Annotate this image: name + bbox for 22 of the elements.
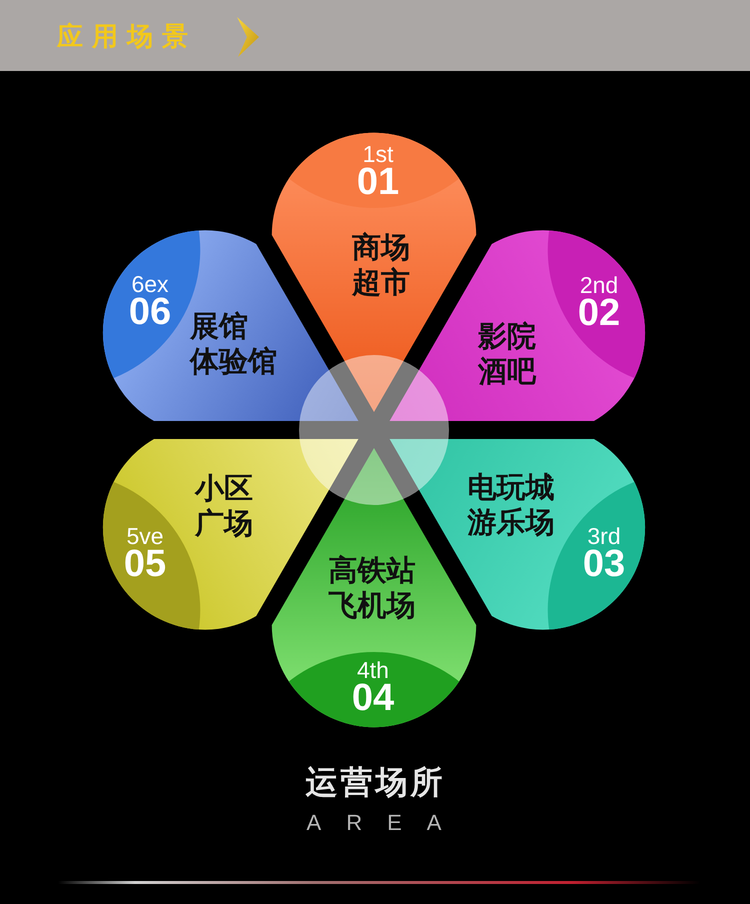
ordinal-label: 5ve [126,525,164,547]
petal-label: 商场超市 [350,231,411,301]
ordinal-label: 3rd [587,525,621,547]
heading: 运营场所 [306,763,446,801]
number-label: 01 [356,165,400,199]
petal-label: 小区广场 [194,472,254,542]
number-label: 03 [582,547,626,581]
subheading: AREA [306,810,466,836]
petal-label: 高铁站飞机场 [328,554,416,624]
section-title: 应用场景 [57,20,197,53]
ordinal-label: 2nd [580,274,618,296]
ordinal-label: 1st [362,143,394,165]
petal-label: 影院酒吧 [476,320,538,390]
number-label: 05 [124,547,166,581]
ordinal-label: 4th [357,659,389,681]
number-label: 04 [352,681,394,715]
petal-label: 电玩城游乐场 [466,471,556,541]
hub-circle [299,355,449,505]
number-label: 02 [578,296,620,330]
ordinal-label: 6ex [131,273,169,295]
number-label: 06 [128,295,172,329]
petal-label: 展馆体验馆 [190,310,278,380]
